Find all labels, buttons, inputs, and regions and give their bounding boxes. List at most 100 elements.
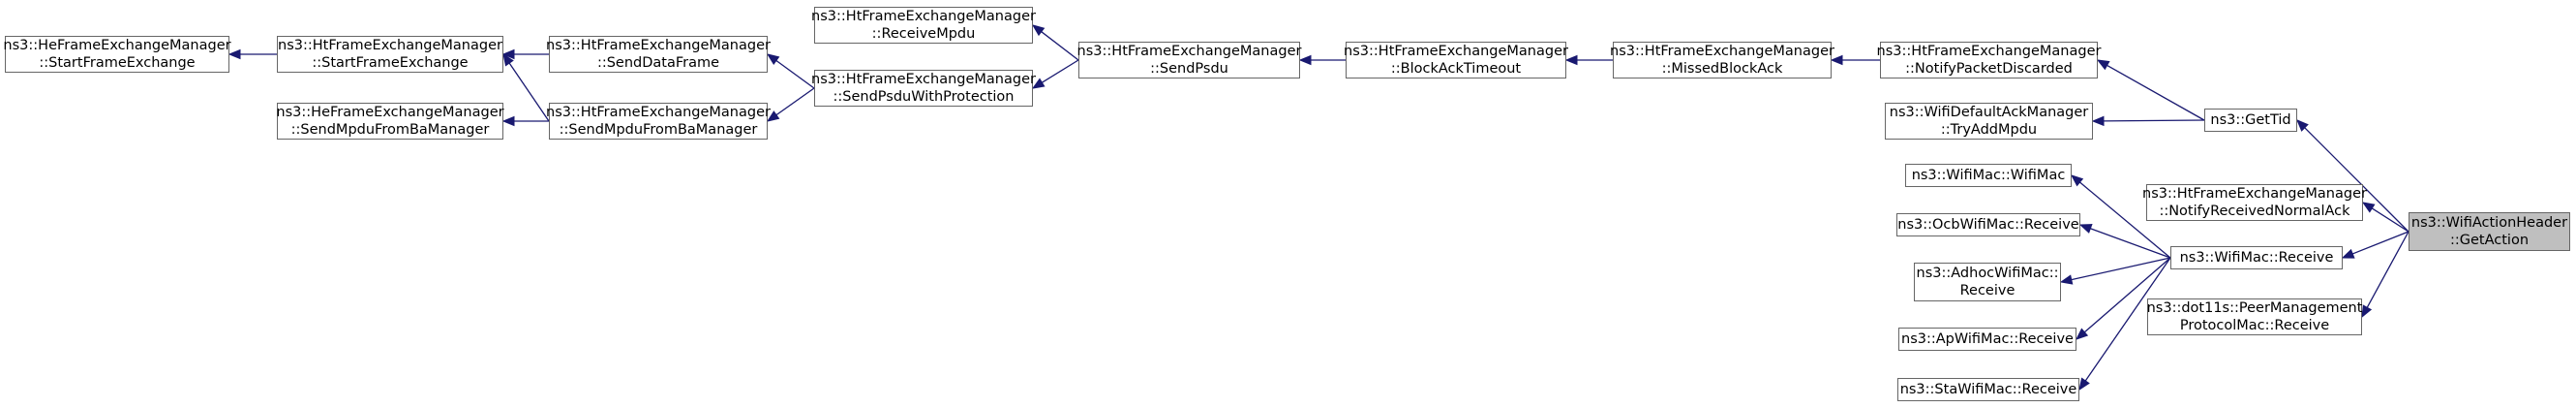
edge-arrowhead bbox=[2070, 174, 2084, 187]
node-label-line-1: ns3::WifiMac::WifiMac bbox=[1911, 168, 2066, 183]
edge-arrowhead bbox=[2059, 274, 2074, 285]
node-label-line-2: ::SendPsdu bbox=[1150, 61, 1228, 77]
edge-arrowhead bbox=[766, 110, 780, 122]
edge-arrowhead bbox=[1830, 54, 1843, 66]
node-label-line-1: ns3::HtFrameExchangeManager bbox=[2142, 186, 2367, 202]
edge-n_wifimac_receive-to-n_sta bbox=[2084, 257, 2171, 382]
edge-n_gettid-to-n_wifidefault bbox=[2103, 119, 2205, 122]
node-sta-wifi-mac-receive[interactable]: ns3::StaWifiMac::Receive bbox=[1897, 378, 2079, 401]
edge-arrowhead bbox=[2091, 115, 2105, 127]
node-ht-frame-exchange-manager-send-mpdu-from-ba-manager[interactable]: ns3::HtFrameExchangeManager ::SendMpduFr… bbox=[546, 103, 771, 140]
node-ht-frame-exchange-manager-block-ack-timeout[interactable]: ns3::HtFrameExchangeManager ::BlockAckTi… bbox=[1344, 42, 1568, 78]
node-adhoc-wifi-mac-receive[interactable]: ns3::AdhocWifiMac:: Receive bbox=[1914, 263, 2061, 301]
node-label-line-1: ns3::HeFrameExchangeManager bbox=[3, 38, 231, 53]
edge-n_getaction-to-n_gettid bbox=[2304, 127, 2409, 233]
edge-arrowhead bbox=[1031, 24, 1046, 37]
node-label-line-2: ::BlockAckTimeout bbox=[1390, 61, 1522, 77]
node-label-line-2: ::SendDataFrame bbox=[596, 55, 720, 71]
node-label-line-2: ::NotifyReceivedNormalAck bbox=[2159, 204, 2350, 219]
node-label-line-1: ns3::HtFrameExchangeManager bbox=[1344, 44, 1568, 59]
node-label-line-1: ns3::AdhocWifiMac:: bbox=[1916, 266, 2059, 281]
edge-n_wifimac_receive-to-n_ocb bbox=[2090, 228, 2171, 259]
node-label-line-2: ::GetAction bbox=[2449, 233, 2530, 248]
node-label-line-1: ns3::WifiActionHeader bbox=[2410, 215, 2568, 231]
node-label-line-1: ns3::GetTid bbox=[2210, 112, 2291, 128]
node-ht-frame-exchange-manager-missed-block-ack[interactable]: ns3::HtFrameExchangeManager ::MissedBloc… bbox=[1610, 42, 1834, 78]
edge-arrowhead bbox=[2341, 248, 2355, 259]
edge-n_getaction-to-n_wifimac_receive bbox=[2351, 231, 2409, 255]
node-label-line-1: ns3::OcbWifiMac::Receive bbox=[1897, 217, 2079, 233]
node-label-line-1: ns3::WifiDefaultAckManager bbox=[1889, 105, 2089, 120]
node-wifi-mac-receive[interactable]: ns3::WifiMac::Receive bbox=[2170, 246, 2343, 269]
node-label-line-2: ::ReceiveMpdu bbox=[871, 26, 976, 42]
edge-n_wifimac_receive-to-n_wifimac_ctor bbox=[2079, 181, 2171, 259]
node-ht-frame-exchange-manager-send-psdu-with-protection[interactable]: ns3::HtFrameExchangeManager ::SendPsduWi… bbox=[811, 70, 1036, 107]
node-label-line-1: ns3::HtFrameExchangeManager bbox=[811, 72, 1036, 87]
edge-arrowhead bbox=[1298, 54, 1312, 66]
node-label-line-1: ns3::HtFrameExchangeManager bbox=[811, 9, 1036, 24]
node-label-line-2: ::SendMpduFromBaManager bbox=[559, 122, 758, 138]
node-label-line-1: ns3::HtFrameExchangeManager bbox=[278, 38, 502, 53]
node-label-line-2: ::SendMpduFromBaManager bbox=[290, 122, 490, 138]
edge-n_getaction-to-n_dot11s bbox=[2366, 231, 2409, 308]
node-ht-frame-exchange-manager-start-frame-exchange[interactable]: ns3::HtFrameExchangeManager ::StartFrame… bbox=[277, 36, 503, 73]
node-label-line-1: ns3::ApWifiMac::Receive bbox=[1901, 331, 2074, 347]
node-label-line-2: ::MissedBlockAck bbox=[1661, 61, 1783, 77]
node-ocb-wifi-mac-receive[interactable]: ns3::OcbWifiMac::Receive bbox=[1896, 213, 2080, 236]
edge-arrowhead bbox=[766, 53, 780, 66]
edge-arrowhead bbox=[2078, 377, 2090, 392]
node-label-line-1: ns3::HtFrameExchangeManager bbox=[546, 105, 771, 120]
node-label-line-1: ns3::StaWifiMac::Receive bbox=[1899, 382, 2077, 397]
edge-n_wifimac_receive-to-n_adhoc bbox=[2071, 257, 2171, 281]
node-label-line-1: ns3::HtFrameExchangeManager bbox=[546, 38, 771, 53]
edge-n_ht_sendpsdu-to-n_ht_receivempdu bbox=[1041, 31, 1079, 61]
edge-arrowhead bbox=[501, 115, 515, 127]
node-label-line-2: ::StartFrameExchange bbox=[312, 55, 469, 71]
node-he-frame-exchange-manager-start-frame-exchange[interactable]: ns3::HeFrameExchangeManager ::StartFrame… bbox=[3, 36, 231, 73]
node-ht-frame-exchange-manager-notify-packet-discarded[interactable]: ns3::HtFrameExchangeManager ::NotifyPack… bbox=[1877, 42, 2101, 78]
node-ht-frame-exchange-manager-receive-mpdu[interactable]: ns3::HtFrameExchangeManager ::ReceiveMpd… bbox=[811, 7, 1036, 44]
edge-arrowhead bbox=[2076, 328, 2089, 340]
node-label-line-1: ns3::HeFrameExchangeManager bbox=[276, 105, 504, 120]
node-label-line-1: ns3::HtFrameExchangeManager bbox=[1610, 44, 1834, 59]
node-wifi-action-header-get-action: ns3::WifiActionHeader ::GetAction bbox=[2409, 212, 2570, 251]
edge-n_getaction-to-n_ht_notifyreceived bbox=[2371, 207, 2409, 233]
node-dot11s-peer-management-protocol-mac-receive[interactable]: ns3::dot11s::PeerManagement ProtocolMac:… bbox=[2147, 298, 2362, 335]
node-ht-frame-exchange-manager-notify-received-normal-ack[interactable]: ns3::HtFrameExchangeManager ::NotifyRece… bbox=[2142, 184, 2367, 221]
edge-arrowhead bbox=[1031, 78, 1046, 89]
node-he-frame-exchange-manager-send-mpdu-from-ba-manager[interactable]: ns3::HeFrameExchangeManager ::SendMpduFr… bbox=[276, 103, 504, 140]
edge-arrowhead bbox=[501, 48, 515, 60]
node-label-line-2: ::SendPsduWithProtection bbox=[833, 89, 1015, 105]
edge-n_ht_sendmpdu-to-n_ht_start bbox=[508, 62, 550, 122]
node-wifi-default-ack-manager-try-add-mpdu[interactable]: ns3::WifiDefaultAckManager ::TryAddMpdu bbox=[1885, 103, 2093, 140]
edge-arrowhead bbox=[1564, 54, 1578, 66]
node-wifi-mac-constructor[interactable]: ns3::WifiMac::WifiMac bbox=[1905, 164, 2072, 187]
node-label-line-1: ns3::HtFrameExchangeManager bbox=[1076, 44, 1302, 59]
edge-n_ht_sendpsduprot-to-n_ht_sendmpdu bbox=[775, 87, 815, 116]
edge-n_wifimac_receive-to-n_ap bbox=[2083, 257, 2171, 333]
node-get-tid[interactable]: ns3::GetTid bbox=[2204, 109, 2297, 132]
edge-n_ht_sendpsduprot-to-n_ht_senddata bbox=[775, 59, 815, 89]
node-label-line-2: ::NotifyPacketDiscarded bbox=[1905, 61, 2073, 77]
node-ht-frame-exchange-manager-send-psdu[interactable]: ns3::HtFrameExchangeManager ::SendPsdu bbox=[1076, 42, 1302, 78]
edge-arrowhead bbox=[2078, 224, 2093, 234]
edge-arrowhead bbox=[2096, 59, 2110, 71]
node-ht-frame-exchange-manager-send-data-frame[interactable]: ns3::HtFrameExchangeManager ::SendDataFr… bbox=[546, 36, 771, 73]
edge-n_ht_sendpsdu-to-n_ht_sendpsduprot bbox=[1042, 59, 1079, 83]
node-label-line-1: ns3::WifiMac::Receive bbox=[2179, 250, 2334, 266]
node-label-line-1: ns3::dot11s::PeerManagement bbox=[2146, 300, 2363, 316]
edge-arrowhead bbox=[2296, 119, 2309, 132]
edge-n_gettid-to-n_ht_notifydiscarded bbox=[2106, 64, 2205, 121]
node-label-line-2: Receive bbox=[1959, 283, 2015, 298]
edge-arrowhead bbox=[227, 48, 241, 60]
node-label-line-1: ns3::HtFrameExchangeManager bbox=[1876, 44, 2102, 59]
node-label-line-2: ::TryAddMpdu bbox=[1940, 122, 2038, 138]
node-label-line-2: ::StartFrameExchange bbox=[39, 55, 196, 71]
node-label-line-2: ProtocolMac::Receive bbox=[2179, 318, 2330, 333]
edge-arrowhead bbox=[502, 52, 514, 67]
edge-arrowhead bbox=[2361, 304, 2373, 319]
edge-arrowhead bbox=[2361, 202, 2376, 213]
node-ap-wifi-mac-receive[interactable]: ns3::ApWifiMac::Receive bbox=[1898, 328, 2076, 351]
